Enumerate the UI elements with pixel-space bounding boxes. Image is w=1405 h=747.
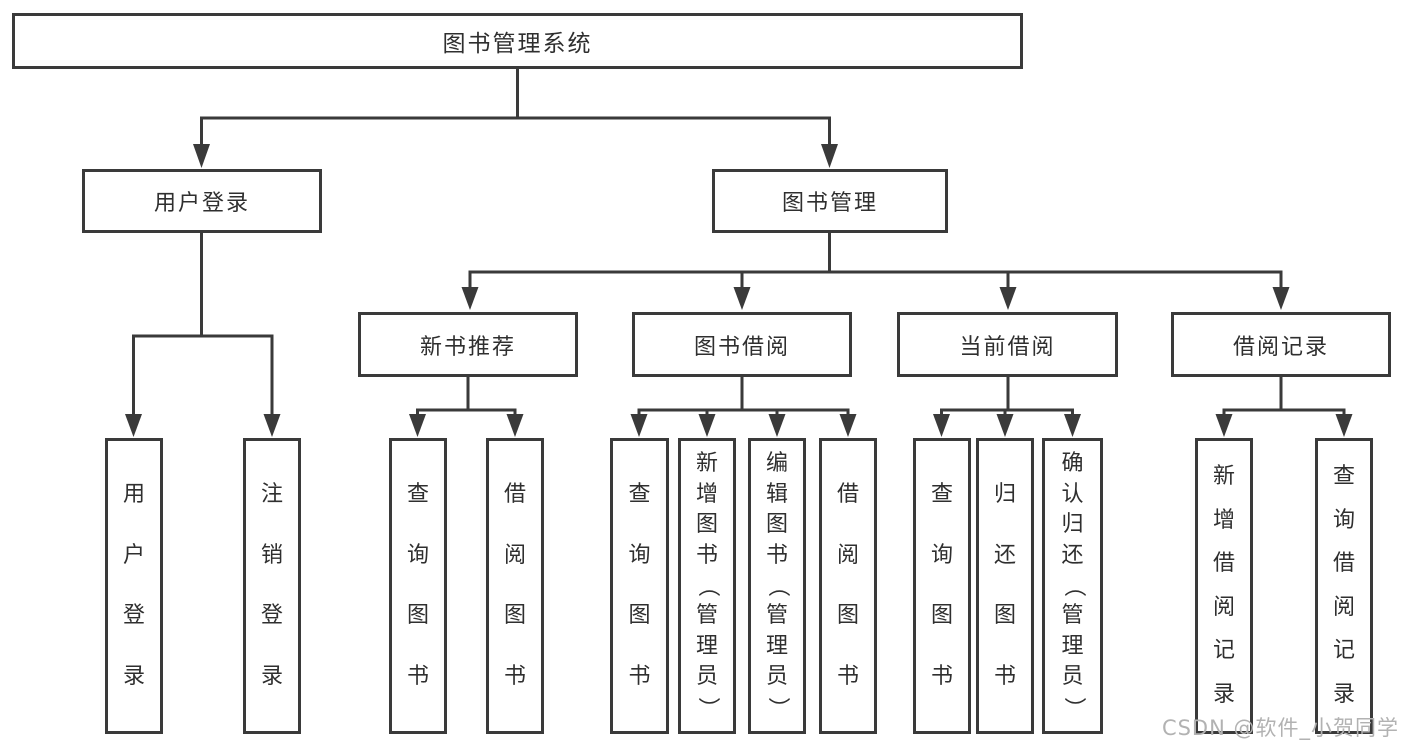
node-label: 新书推荐: [419, 334, 516, 360]
node-label: 借阅记录: [1232, 334, 1329, 360]
watermark: CSDN @软件_小贺同学: [1161, 716, 1399, 740]
node-user-login: 用户登录: [82, 169, 322, 233]
node-library-management-system: 图书管理系统: [12, 13, 1023, 69]
node-label: 图书管理系统: [442, 31, 593, 57]
node-borrow-records: 借阅记录: [1171, 312, 1391, 377]
leaf-query-borrow-record: 查询借阅记录: [1315, 438, 1373, 734]
leaf-edit-books-admin: 编辑图书（管理员）: [748, 438, 806, 734]
leaf-user-login: 用户登录: [105, 438, 163, 734]
leaf-logout: 注销登录: [243, 438, 301, 734]
leaf-add-books-admin: 新增图书（管理员）: [678, 438, 736, 734]
leaf-borrow-books: 借阅图书: [819, 438, 877, 734]
leaf-borrow-books-recommend: 借阅图书: [486, 438, 544, 734]
leaf-return-books: 归还图书: [976, 438, 1034, 734]
node-book-borrow: 图书借阅: [632, 312, 852, 377]
node-label: 图书管理: [781, 191, 878, 216]
leaf-query-books-borrow: 查询图书: [610, 438, 669, 734]
node-label: 当前借阅: [959, 334, 1056, 360]
node-label: 图书借阅: [693, 334, 790, 360]
leaf-query-books-current: 查询图书: [913, 438, 971, 734]
leaf-query-books-recommend: 查询图书: [389, 438, 447, 734]
node-book-management: 图书管理: [712, 169, 948, 233]
leaf-add-borrow-record: 新增借阅记录: [1195, 438, 1253, 734]
leaf-confirm-return-admin: 确认归还（管理员）: [1042, 438, 1103, 734]
node-new-book-recommend: 新书推荐: [358, 312, 578, 377]
node-label: 用户登录: [153, 191, 250, 216]
node-current-borrow: 当前借阅: [897, 312, 1118, 377]
